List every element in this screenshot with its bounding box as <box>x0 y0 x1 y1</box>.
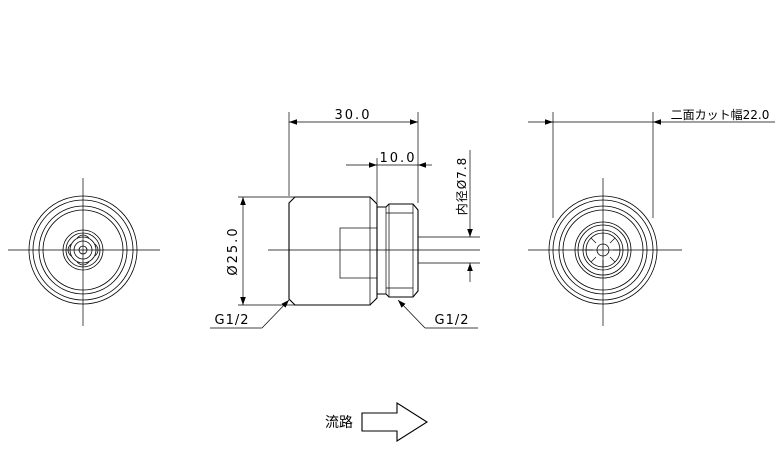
length-total-label: 30.0 <box>335 108 372 123</box>
length-thread-label: 10.0 <box>380 151 417 166</box>
right-end-view <box>528 178 682 326</box>
flow-indicator: 流路 <box>325 402 429 442</box>
hex-width-label: 二面カット幅22.0 <box>671 107 770 122</box>
dimension-inner-diameter: 内径Ø7.8 <box>455 150 473 282</box>
outer-diameter-label: Ø25.0 <box>226 226 241 275</box>
left-end-view <box>8 178 160 326</box>
flow-arrow-icon <box>361 402 429 442</box>
inner-diameter-label: 内径Ø7.8 <box>455 157 469 216</box>
dimension-length-thread: 10.0 <box>346 151 432 203</box>
dimension-hex-width: 二面カット幅22.0 <box>528 107 775 218</box>
dimension-length-total: 30.0 <box>288 108 419 203</box>
thread-leader-left: G1/2 <box>210 299 290 329</box>
thread-leader-right: G1/2 <box>397 299 478 329</box>
thread-left-label: G1/2 <box>215 313 250 328</box>
thread-right-label: G1/2 <box>435 313 470 328</box>
side-view <box>268 196 480 306</box>
dimension-outer-diameter: Ø25.0 <box>226 196 295 306</box>
flow-label: 流路 <box>325 415 353 431</box>
